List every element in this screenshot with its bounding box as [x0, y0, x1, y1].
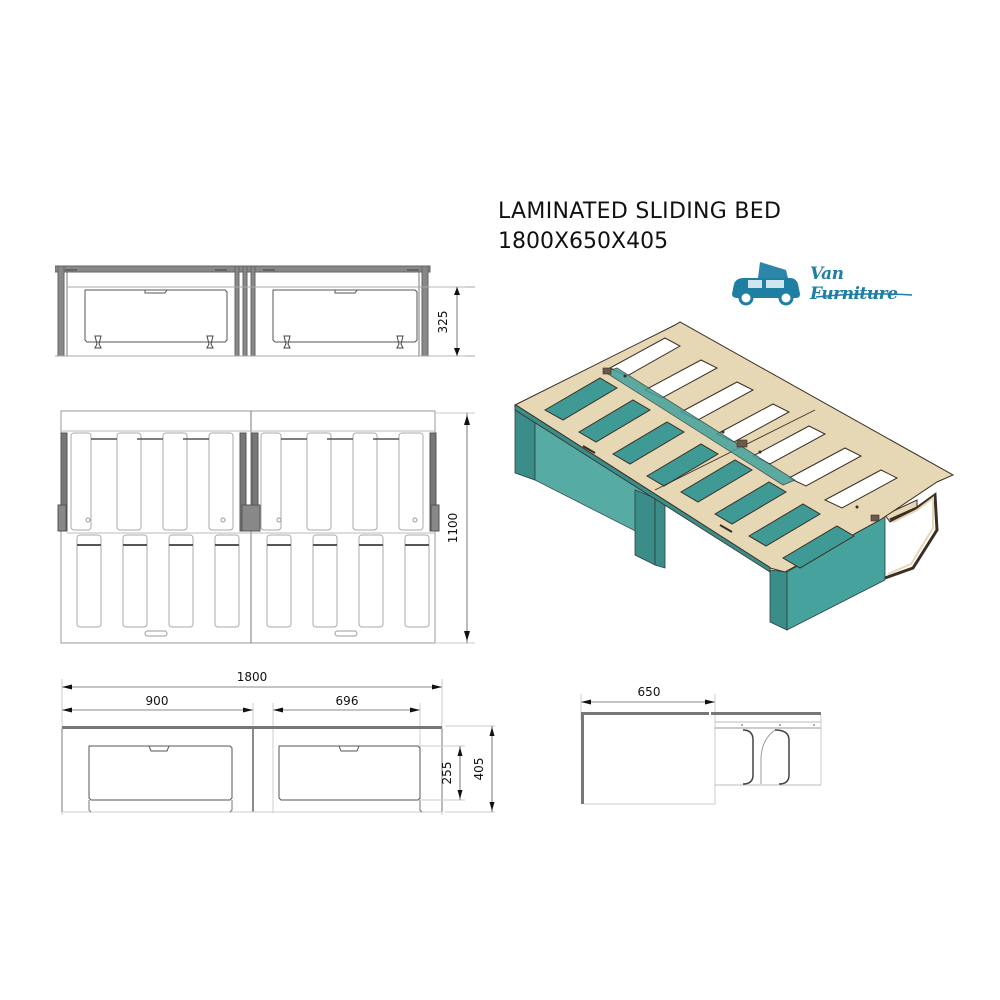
top-elevation-view: 325	[55, 265, 475, 357]
front-elevation-view: 1800 900 696 255 405	[61, 670, 495, 815]
plan-view: 1100	[57, 410, 475, 644]
dimension-label-650: 650	[638, 685, 661, 699]
dimension-label-900: 900	[146, 694, 169, 708]
dimension-label-1100: 1100	[446, 513, 460, 544]
brand-underline	[815, 293, 913, 298]
page-title: LAMINATED SLIDING BED	[498, 199, 782, 224]
dimension-label-255: 255	[440, 762, 454, 785]
isometric-bed-render: .ply { fill: #e6d7b5; stroke: #3b2e25; s…	[513, 321, 955, 631]
product-dimensions: 1800X650X405	[498, 229, 669, 254]
brand-logo: Van Furniture	[730, 258, 920, 306]
camper-van-icon	[732, 262, 800, 306]
dimension-label-325: 325	[436, 311, 450, 334]
dimension-label-696: 696	[336, 694, 359, 708]
dimension-label-1800: 1800	[237, 670, 268, 684]
side-elevation-view: 650	[580, 685, 822, 805]
dimension-label-405: 405	[472, 758, 486, 781]
